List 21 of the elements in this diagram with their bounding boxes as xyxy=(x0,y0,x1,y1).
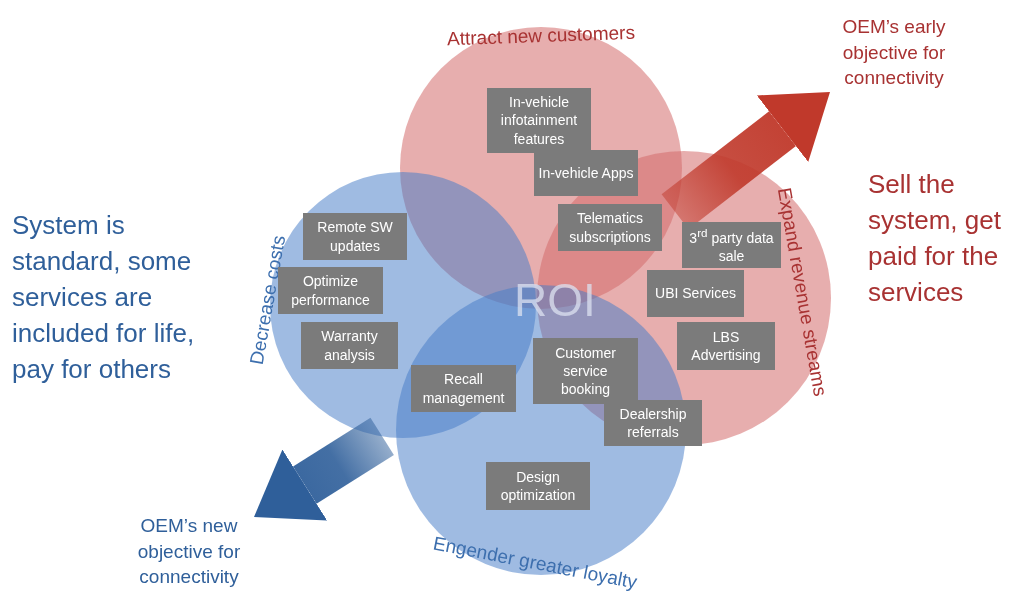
service-box: Customer service booking xyxy=(533,338,638,404)
service-box: Telematics subscriptions xyxy=(558,204,662,251)
block-arrow xyxy=(254,417,394,521)
service-box: Remote SW updates xyxy=(303,213,407,260)
roi-label: ROI xyxy=(514,273,596,327)
circle-heading: Engender greater loyalty xyxy=(431,532,639,594)
service-box: In-vehicle infotainment features xyxy=(487,88,591,153)
circle-heading: Attract new customers xyxy=(446,21,636,51)
service-box: Dealership referrals xyxy=(604,400,702,446)
side-note: System is standard, some services are included for life, pay for others xyxy=(12,209,196,386)
service-box: LBS Advertising xyxy=(677,322,775,370)
service-box: Optimize performance xyxy=(278,267,383,314)
side-note: Sell the system, get paid for the services xyxy=(868,168,1002,309)
objective-text: OEM’s new objective for connectivity xyxy=(118,513,260,597)
service-box: 3$^{rd}$ party data sale xyxy=(682,222,781,268)
service-box: UBI Services xyxy=(647,270,744,317)
service-box: Design optimization xyxy=(486,462,590,510)
service-box: Recall management xyxy=(411,365,516,412)
service-box: Warranty analysis xyxy=(301,322,398,369)
objective-text: OEM’s early objective for connectivity xyxy=(828,14,960,98)
service-box: In-vehicle Apps xyxy=(534,150,638,196)
